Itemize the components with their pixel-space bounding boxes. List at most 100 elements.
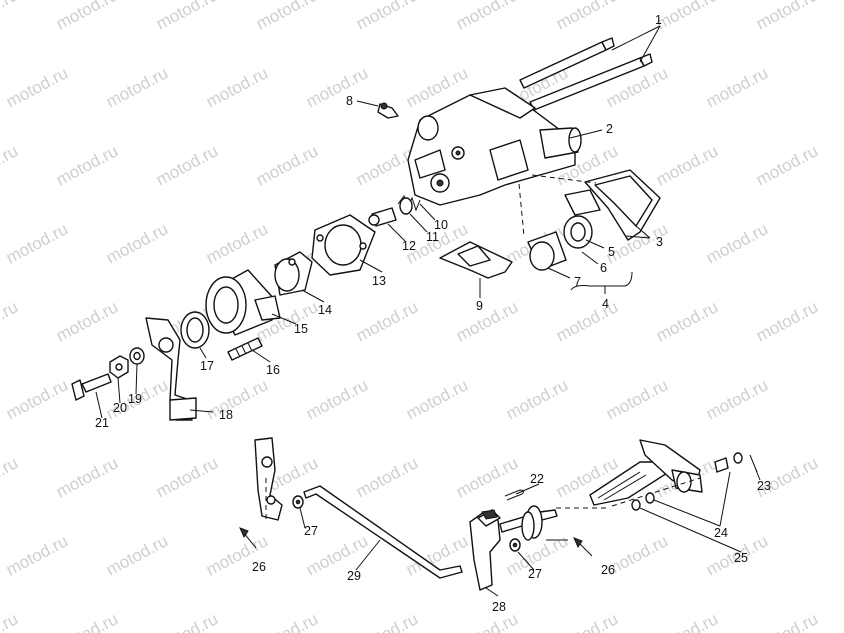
watermark-text: motod.ru: [753, 297, 821, 345]
seal-washer: [180, 311, 210, 349]
gasket-plate: [311, 214, 376, 276]
callout-11: 11: [426, 230, 439, 244]
watermark-text: motod.ru: [153, 609, 221, 633]
watermark-text: motod.ru: [53, 0, 121, 34]
spring: [397, 194, 421, 215]
watermark-text: motod.ru: [403, 375, 471, 423]
callout-5: 5: [608, 245, 615, 259]
watermark-text: motod.ru: [303, 375, 371, 423]
watermark-text: motod.ru: [0, 609, 21, 633]
foot-pedal: [589, 439, 703, 506]
callout-22: 22: [530, 472, 544, 486]
watermark-text: motod.ru: [453, 0, 521, 34]
lock-nut: [109, 355, 129, 379]
cam-bolt: [227, 337, 263, 361]
callout-12: 12: [402, 239, 416, 253]
watermark-text: motod.ru: [153, 141, 221, 189]
brake-pedal-arm: [469, 509, 501, 591]
watermark-text: motod.ru: [3, 531, 71, 579]
watermark-text: motod.ru: [0, 0, 21, 34]
watermark-text: motod.ru: [3, 219, 71, 267]
watermark-text: motod.ru: [753, 0, 821, 34]
mount-bracket: [254, 437, 283, 521]
watermark-text: motod.ru: [553, 0, 621, 34]
watermark-text: motod.ru: [53, 609, 121, 633]
watermark-text: motod.ru: [0, 453, 21, 501]
watermark-text: motod.ru: [303, 63, 371, 111]
watermark-text: motod.ru: [103, 63, 171, 111]
watermark-text: motod.ru: [453, 609, 521, 633]
callout-1: 1: [655, 13, 662, 27]
callout-7: 7: [574, 275, 581, 289]
watermark-text: motod.ru: [703, 63, 771, 111]
watermark-text: motod.ru: [353, 0, 421, 34]
watermark-text: motod.ru: [353, 609, 421, 633]
watermark-text: motod.ru: [653, 0, 721, 34]
pin-23: [749, 454, 758, 473]
watermark-text: motod.ru: [153, 0, 221, 34]
callout-15: 15: [294, 322, 308, 336]
callout-27-left: 27: [304, 524, 318, 538]
watermark-text: motod.ru: [253, 609, 321, 633]
brake-lever-arm: [145, 317, 197, 421]
watermark-text: motod.ru: [3, 63, 71, 111]
watermark-text: motod.ru: [153, 453, 221, 501]
watermark-layer: motod.ru motod.ru motod.ru motod.ru motod.ru…: [0, 0, 821, 633]
pivot-bolt: [71, 373, 112, 401]
watermark-text: motod.ru: [753, 141, 821, 189]
watermark-text: motod.ru: [3, 375, 71, 423]
watermark-text: motod.ru: [53, 141, 121, 189]
watermark-text: motod.ru: [103, 219, 171, 267]
callout-26-left: 26: [252, 560, 266, 574]
watermark-text: motod.ru: [203, 219, 271, 267]
washer-left: [292, 495, 304, 509]
watermark-text: motod.ru: [653, 297, 721, 345]
watermark-text: motod.ru: [53, 297, 121, 345]
callout-18: 18: [219, 408, 233, 422]
callout-17: 17: [200, 359, 214, 373]
drive-drum: [205, 269, 281, 336]
callout-28: 28: [492, 600, 506, 614]
callout-21: 21: [95, 416, 109, 430]
washer-right: [509, 538, 521, 552]
watermark-text: motod.ru: [103, 531, 171, 579]
watermark-text: motod.ru: [753, 609, 821, 633]
callout-20: 20: [113, 401, 127, 415]
callout-6: 6: [600, 261, 607, 275]
spacer-plate: [439, 241, 513, 279]
callout-23: 23: [757, 479, 771, 493]
watermark-text: motod.ru: [653, 141, 721, 189]
watermark-text: motod.ru: [353, 453, 421, 501]
callout-29: 29: [347, 569, 361, 583]
watermark-text: motod.ru: [553, 297, 621, 345]
callout-24: 24: [714, 526, 728, 540]
callout-9: 9: [476, 299, 483, 313]
pedal-washer: [631, 492, 655, 511]
watermark-text: motod.ru: [553, 609, 621, 633]
watermark-text: motod.ru: [703, 219, 771, 267]
pedal-bushing: [714, 452, 743, 473]
watermark-text: motod.ru: [0, 141, 21, 189]
watermark-text: motod.ru: [653, 609, 721, 633]
watermark-text: motod.ru: [453, 297, 521, 345]
leader-dashed-2: [531, 174, 597, 184]
watermark-text: motod.ru: [203, 375, 271, 423]
callout-4: 4: [602, 297, 609, 311]
watermark-text: motod.ru: [253, 0, 321, 34]
watermark-text: motod.ru: [453, 453, 521, 501]
callout-26-right: 26: [601, 563, 615, 577]
callout-3: 3: [656, 235, 663, 249]
cam-housing: [274, 251, 313, 296]
callout-25: 25: [734, 551, 748, 565]
master-cylinder-body: [407, 87, 582, 206]
pin: [368, 207, 397, 227]
callout-16: 16: [266, 363, 280, 377]
direction-arrow-right: [573, 537, 593, 557]
callout-14: 14: [318, 303, 332, 317]
watermark-text: motod.ru: [203, 63, 271, 111]
pedal-shaft: [499, 505, 558, 541]
watermark-text: motod.ru: [703, 375, 771, 423]
callout-27-right: 27: [528, 567, 542, 581]
